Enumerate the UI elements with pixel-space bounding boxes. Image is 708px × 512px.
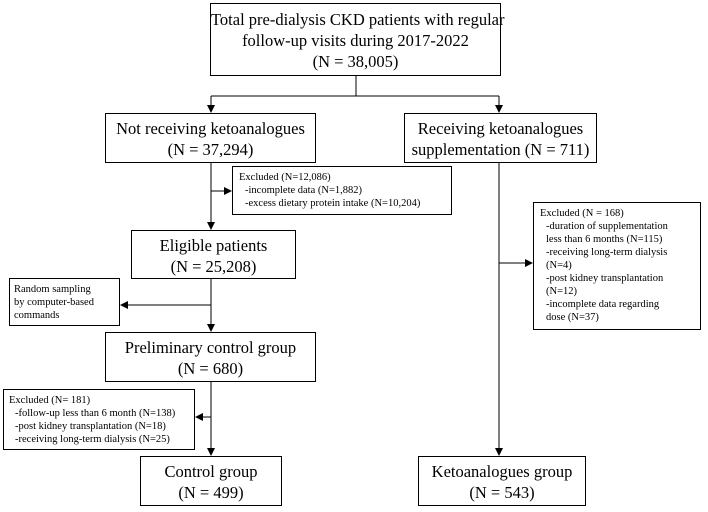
excluded-right-item: less than 6 months (N=115) [546, 234, 663, 245]
excluded-right-title: Excluded (N = 168) [540, 208, 624, 219]
eligible-box: Eligible patients (N = 25,208) [131, 230, 296, 279]
random-sampling-line-1: Random sampling [14, 284, 91, 295]
excluded-right-item: dose (N=37) [546, 312, 599, 323]
excluded-box-2-item: -post kidney transplantation (N=18) [15, 421, 166, 432]
excluded-right-item: -incomplete data regarding [546, 299, 660, 310]
total-patients-line-2: follow-up visits during 2017-2022 [242, 31, 469, 50]
preliminary-line-2: (N = 680) [177, 359, 244, 378]
not-receiving-line-1: Not receiving ketoanalogues [116, 119, 305, 138]
preliminary-control-box: Preliminary control group (N = 680) [105, 332, 316, 382]
keto-group-line-1: Ketoanalogues group [431, 462, 573, 481]
receiving-line-2: supplementation (N = 711) [411, 140, 590, 159]
excluded-box-2-item: -receiving long-term dialysis (N=25) [15, 434, 170, 445]
random-sampling-line-3: commands [14, 310, 60, 321]
receiving-box: Receiving ketoanalogues supplementation … [404, 113, 597, 163]
keto-group-line-2: (N = 543) [469, 483, 535, 502]
excluded-box-2: Excluded (N= 181) -follow-up less than 6… [3, 389, 195, 450]
excluded-box-2-item: -follow-up less than 6 month (N=138) [15, 408, 176, 419]
excluded-box-right: Excluded (N = 168) -duration of suppleme… [533, 202, 701, 330]
eligible-line-1: Eligible patients [159, 236, 268, 255]
excluded-box-1-item: -incomplete data (N=1,882) [245, 185, 363, 196]
excluded-box-1: Excluded (N=12,086) -incomplete data (N=… [232, 166, 452, 215]
excluded-right-item: (N=4) [546, 260, 572, 271]
excluded-right-item: -duration of supplementation [546, 221, 668, 232]
total-patients-line-1: Total pre-dialysis CKD patients with reg… [211, 10, 505, 29]
excluded-box-1-item: -excess dietary protein intake (N=10,204… [245, 198, 421, 209]
excluded-box-2-title: Excluded (N= 181) [9, 395, 91, 406]
random-sampling-line-2: by computer-based [14, 297, 94, 308]
ketoanalogues-group-box: Ketoanalogues group (N = 543) [418, 456, 586, 506]
not-receiving-line-2: (N = 37,294) [167, 140, 254, 159]
total-patients-box: Total pre-dialysis CKD patients with reg… [210, 3, 505, 76]
receiving-line-1: Receiving ketoanalogues [417, 119, 584, 138]
random-sampling-box: Random sampling by computer-based comman… [9, 278, 120, 326]
excluded-right-item: -post kidney transplantation [546, 273, 664, 284]
control-group-box: Control group (N = 499) [140, 456, 282, 506]
excluded-right-item: -receiving long-term dialysis [546, 247, 668, 258]
control-group-line-1: Control group [164, 462, 258, 481]
excluded-right-item: (N=12) [546, 286, 577, 297]
eligible-line-2: (N = 25,208) [170, 257, 257, 276]
excluded-box-1-title: Excluded (N=12,086) [239, 172, 331, 183]
preliminary-line-1: Preliminary control group [124, 338, 297, 357]
control-group-line-2: (N = 499) [178, 483, 244, 502]
not-receiving-box: Not receiving ketoanalogues (N = 37,294) [105, 113, 316, 163]
total-patients-line-3: (N = 38,005) [312, 52, 399, 71]
